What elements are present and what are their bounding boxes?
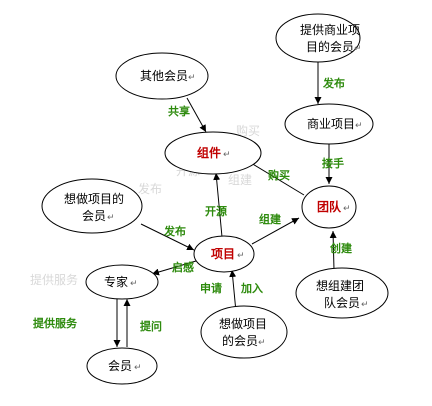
- node-team: 团队 ↵: [301, 185, 357, 229]
- paragraph-mark: ↵: [107, 213, 115, 223]
- edge-share: [186, 97, 207, 133]
- node-shape: [275, 13, 361, 63]
- node-commercial-member: 提供商业项 目的会员 ↵: [275, 13, 362, 63]
- edge-label-take-over: 接手: [322, 156, 344, 170]
- edge-create: [329, 230, 337, 271]
- node-business-project: 商业项目 ↵: [284, 103, 374, 145]
- node-shape: [115, 52, 209, 100]
- node-label-line: 项目: [211, 247, 235, 261]
- node-shape: [85, 264, 159, 300]
- paragraph-mark: ↵: [355, 121, 363, 131]
- paragraph-mark: ↵: [237, 251, 245, 261]
- node-label-line: 专家: [104, 274, 128, 289]
- node-label-line: 其他会员: [140, 69, 188, 83]
- edge-label-inspire: 启感: [172, 260, 194, 274]
- node-label-line: 的会员: [222, 333, 258, 348]
- edge-label-provide-service: 提供服务: [33, 316, 78, 330]
- edge-label-buy: 购买: [268, 168, 290, 182]
- node-want-project-member-left: 想做项目的 会员 ↵: [41, 178, 143, 234]
- edge-label-apply: 申请: [200, 281, 222, 295]
- edge-inspire: [151, 260, 197, 276]
- node-shape: [295, 267, 389, 319]
- edge-label-share: 共享: [168, 104, 190, 118]
- node-label-line: 想组建团: [316, 278, 364, 293]
- node-shape: [41, 178, 143, 234]
- node-shape: [193, 235, 255, 273]
- node-team-founder-member: 想组建团 队会员 ↵: [295, 267, 389, 319]
- paragraph-mark: ↵: [130, 279, 138, 289]
- edge-buy: [245, 159, 305, 196]
- paragraph-mark: ↵: [343, 204, 351, 214]
- node-label-line: 目的会员: [306, 39, 354, 54]
- watermark-text: 提供服务: [30, 272, 78, 287]
- node-shape: [301, 185, 357, 229]
- node-label-line: 商业项目: [307, 116, 355, 131]
- edge-label-create: 创建: [329, 241, 353, 255]
- edge-label-form: 组建: [259, 212, 282, 226]
- node-other-member: 其他会员 ↵: [115, 52, 209, 100]
- edge-layer: [113, 61, 337, 347]
- paragraph-mark: ↵: [134, 363, 142, 373]
- edge-label-join: 加入: [240, 281, 263, 295]
- edge-label-publish-top: 发布: [322, 76, 345, 90]
- node-shape: [284, 103, 374, 145]
- node-member: 会员 ↵: [86, 347, 158, 385]
- paragraph-mark: ↵: [354, 44, 362, 54]
- edge-open-source: [213, 172, 223, 238]
- edge-apply-join: [229, 269, 237, 313]
- paragraph-mark: ↵: [223, 150, 231, 160]
- node-label-line: 团队: [317, 199, 342, 214]
- node-label-line: 会员: [82, 209, 106, 223]
- node-label-line: 队会员: [324, 295, 360, 310]
- edge-label-publish-left: 发布: [163, 224, 186, 238]
- node-label-line: 想做项目: [219, 316, 267, 331]
- node-expert: 专家 ↵: [85, 264, 159, 300]
- watermark-text: 购买: [236, 123, 260, 138]
- node-project: 项目 ↵: [193, 235, 255, 273]
- edge-publish-left: [140, 223, 195, 251]
- node-shape: [200, 305, 288, 359]
- edge-label-layer: 发布 共享 接手 购买 开源 组建 发布 创建 启感 申请 加入 提供服务 提问: [33, 76, 353, 333]
- node-shape: [86, 347, 158, 385]
- node-label-line: 提供商业项: [300, 22, 360, 37]
- node-label-line: 想做项目的: [64, 191, 124, 206]
- paragraph-mark: ↵: [188, 73, 196, 83]
- node-shape: [164, 131, 262, 175]
- edge-label-open-source: 开源: [205, 204, 227, 218]
- edge-label-ask: 提问: [140, 319, 162, 333]
- paragraph-mark: ↵: [361, 300, 369, 310]
- node-want-project-member-bottom: 想做项目 的会员 ↵: [200, 305, 288, 359]
- edge-form: [251, 217, 300, 245]
- node-label-line: 会员: [108, 359, 132, 373]
- watermark-text: 发布: [138, 181, 162, 196]
- paragraph-mark: ↵: [258, 338, 266, 348]
- node-component: 组件 ↵: [164, 131, 262, 175]
- node-label-line: 组件: [197, 145, 221, 160]
- watermark-text: 组建: [228, 173, 252, 187]
